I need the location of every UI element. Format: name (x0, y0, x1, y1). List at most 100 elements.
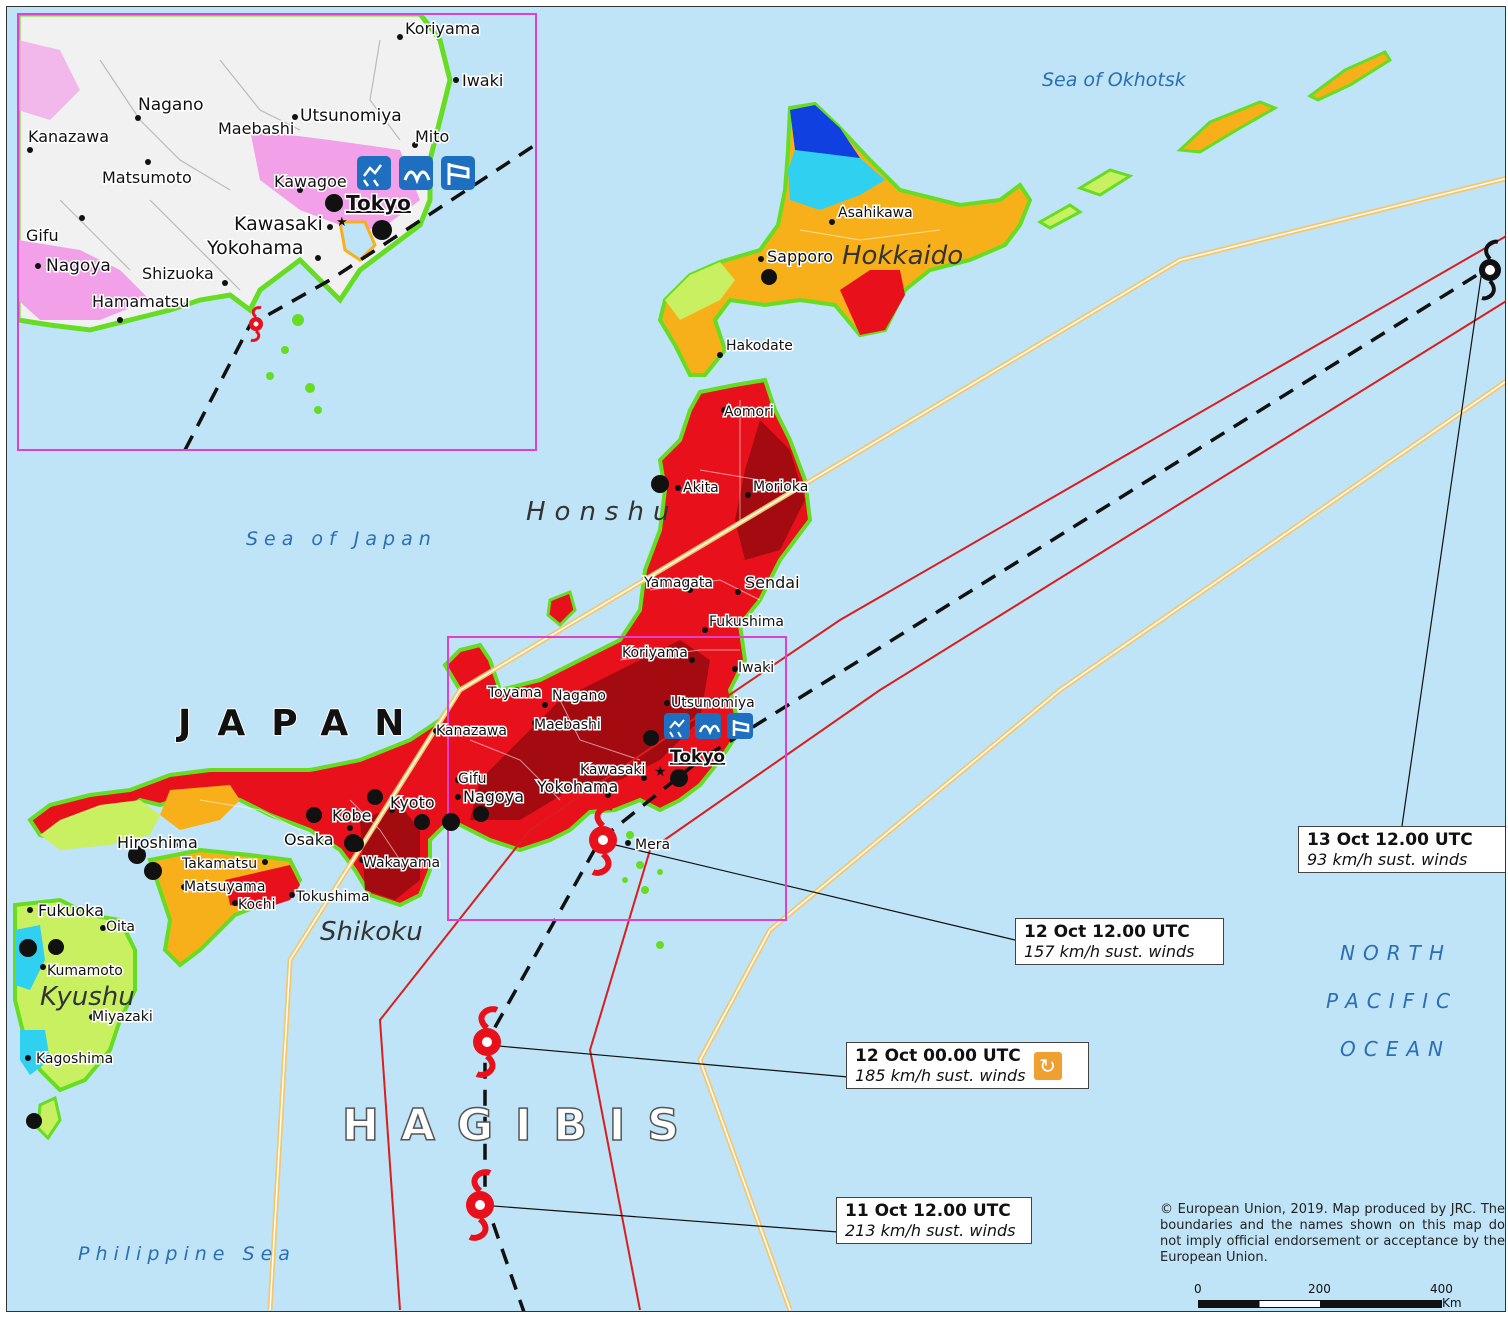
city-wakayama: Wakayama (363, 855, 440, 871)
ocean-label-line1: NORTH (1340, 941, 1452, 965)
city-kyoto: Kyoto (390, 793, 435, 812)
city-sapporo: Sapporo (767, 247, 833, 266)
region-kyushu: Kyushu (40, 982, 135, 1012)
cone-inner-red-south (588, 300, 1505, 1311)
city-mera: Mera (635, 837, 670, 853)
city-sendai: Sendai (745, 573, 800, 592)
airport-icon (306, 807, 322, 823)
izu-islands (622, 831, 664, 949)
callout-winds: 185 km/h sust. winds (855, 1066, 1026, 1085)
hokkaido-green-zone (665, 262, 735, 320)
tokyo-star-icon: ★ (654, 764, 667, 780)
track-callout-13oct: 13 Oct 12.00 UTC 93 km/h sust. winds (1298, 826, 1506, 873)
transport-icons (19, 269, 777, 1129)
track-callout-11oct: 11 Oct 12.00 UTC 213 km/h sust. winds (836, 1197, 1032, 1244)
inset-city-labels: Koriyama Iwaki Nagano Utsunomiya Kanazaw… (25, 18, 505, 313)
cone-outer-yellow-north (269, 177, 1505, 1311)
cyclone-alert-icon: ↻ (1033, 1051, 1062, 1080)
inset-urban-zone (18, 240, 150, 320)
callout-leaders (479, 269, 1483, 1233)
city-akita: Akita (683, 480, 719, 496)
inset-city-dots (27, 34, 459, 323)
kuril-island (1037, 203, 1083, 230)
callout-time: 13 Oct 12.00 UTC (1307, 830, 1473, 850)
typhoon-symbol (1479, 239, 1501, 301)
city-yamagata: Yamagata (643, 575, 713, 591)
typhoon-symbol (589, 804, 617, 876)
airport-icon (48, 939, 64, 955)
inset-city-kawasaki: Kawasaki (234, 213, 323, 235)
inset-city-mito: Mito (415, 127, 449, 146)
country-label: JAPAN (175, 703, 430, 744)
city-miyazaki: Miyazaki (92, 1009, 153, 1025)
port-icon (344, 834, 362, 852)
inset-prefecture-lines (59, 39, 401, 291)
city-labels: Asahikawa Sapporo Hakodate Aomori Akita … (35, 204, 915, 1069)
track-callout-12oct-00: 12 Oct 00.00 UTC 185 km/h sust. winds ↻ (846, 1042, 1089, 1089)
storm-name-label: HAGIBIS (342, 1100, 701, 1151)
hokkaido-cyan-zone (788, 150, 885, 210)
west-honshu-orange-zone (160, 785, 240, 830)
airport-icon (325, 194, 343, 212)
city-oita: Oita (106, 919, 135, 935)
city-fukuoka: Fukuoka (38, 901, 104, 920)
city-maebashi: Maebashi (534, 717, 601, 733)
scale-bar-segments (1198, 1300, 1442, 1308)
ocean-label-line2: PACIFIC (1326, 989, 1458, 1013)
typhoon-symbol (473, 1006, 501, 1078)
callout-winds: 93 km/h sust. winds (1307, 850, 1468, 869)
tokyo-star-icon: ★ (336, 215, 348, 230)
airport-icon (367, 789, 383, 805)
scale-unit: Km (1442, 1296, 1462, 1310)
inset-city-nagano: Nagano (138, 95, 204, 115)
inset-urban-zone (250, 130, 420, 230)
callout-time: 12 Oct 12.00 UTC (1024, 922, 1190, 942)
ocean-label-line3: OCEAN (1340, 1037, 1451, 1061)
city-osaka: Osaka (284, 830, 334, 849)
city-hakodate: Hakodate (726, 338, 793, 354)
city-gifu: Gifu (458, 771, 487, 787)
forecast-cone (267, 176, 1505, 1311)
city-dots (25, 219, 835, 1061)
city-takamatsu: Takamatsu (181, 856, 257, 872)
west-honshu-yellow-zone (40, 800, 160, 850)
inset-extent-box (447, 636, 787, 921)
inset-islands (266, 314, 322, 414)
shikoku-red-zone (225, 865, 300, 910)
typhoon-symbol (466, 1169, 494, 1241)
port-icon (144, 862, 162, 880)
city-iwaki: Iwaki (738, 660, 774, 676)
flood-icon (695, 713, 721, 739)
callout-winds: 157 km/h sust. winds (1024, 942, 1195, 961)
cone-inner-red-north (378, 235, 1505, 1311)
wind-icon (441, 156, 475, 190)
airport-icon (643, 730, 659, 746)
airport-icon (761, 269, 777, 285)
kuril-island (1176, 100, 1279, 154)
typhoon-track (483, 268, 1486, 1311)
sado-island (546, 589, 577, 628)
inset-city-koriyama: Koriyama (405, 19, 480, 38)
region-shikoku: Shikoku (320, 917, 423, 947)
city-tokushima: Tokushima (295, 889, 370, 905)
city-utsunomiya: Utsunomiya (671, 695, 755, 711)
callout-winds: 213 km/h sust. winds (845, 1221, 1016, 1240)
inset-city-utsunomiya: Utsunomiya (300, 106, 402, 126)
inset-land (18, 14, 453, 333)
kuril-island (1076, 168, 1134, 197)
sea-philippine-label: Philippine Sea (78, 1243, 296, 1265)
callout-time: 12 Oct 00.00 UTC (855, 1046, 1021, 1066)
sea-japan-label: Sea of Japan (246, 528, 437, 550)
city-hiroshima: Hiroshima (117, 833, 198, 852)
kanto-darkred-zone (470, 640, 710, 820)
prefecture-boundaries (199, 229, 941, 861)
inset-city-shizuoka: Shizuoka (142, 264, 214, 283)
inset-city-iwaki: Iwaki (462, 71, 503, 90)
city-kobe: Kobe (332, 806, 371, 825)
inset-city-yokohama: Yokohama (206, 237, 304, 259)
port-icon (651, 475, 669, 493)
city-tokyo: Tokyo (670, 747, 725, 767)
inset-urban-zone (18, 40, 80, 120)
city-fukushima: Fukushima (709, 614, 784, 630)
scale-tick-400: 400 (1430, 1282, 1453, 1296)
